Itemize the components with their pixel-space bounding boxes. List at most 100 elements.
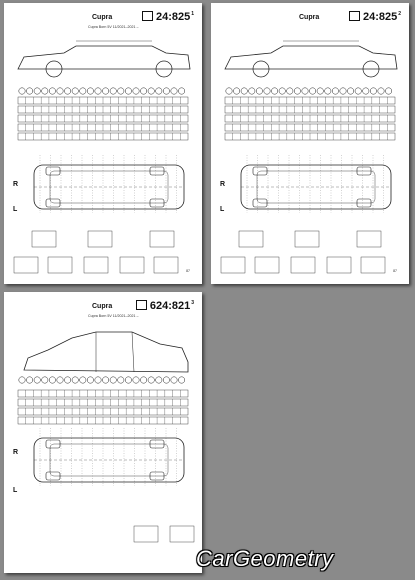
right-side-label: R [13, 181, 19, 188]
point-marker [18, 87, 26, 95]
point-marker [377, 87, 385, 95]
wheel-outline [252, 198, 268, 208]
wheel-outline [149, 166, 165, 176]
wheel-outline [149, 471, 165, 481]
point-marker [293, 87, 301, 95]
vehicle-side-outline [224, 45, 398, 70]
point-marker [124, 376, 132, 384]
point-marker [369, 87, 377, 95]
detail-thumbnail [13, 256, 39, 274]
point-marker [132, 376, 140, 384]
detail-thumbnail [254, 256, 280, 274]
detail-thumbnail [169, 525, 195, 543]
point-marker [301, 87, 309, 95]
wheel-outline [149, 198, 165, 208]
detail-thumbnail [47, 256, 73, 274]
front-wheel [252, 60, 270, 78]
point-marker [271, 87, 279, 95]
detail-thumbnail [119, 256, 145, 274]
dimension-code: 24:8251 [141, 11, 194, 23]
point-marker [225, 87, 233, 95]
point-marker [147, 376, 155, 384]
point-marker [147, 87, 155, 95]
front-wheel [45, 60, 63, 78]
point-marker [140, 87, 148, 95]
model-name: Cupra [92, 14, 113, 21]
point-marker [162, 376, 170, 384]
right-side-label: R [220, 181, 226, 188]
point-marker [316, 87, 324, 95]
sheet-2: Cupra 24:8252 R L 87 [211, 3, 409, 284]
c-pillar [131, 331, 135, 373]
wheel-outline [45, 471, 61, 481]
point-marker [41, 376, 49, 384]
diagram-body-side [17, 331, 195, 543]
wheel-outline [356, 198, 372, 208]
point-marker [26, 87, 34, 95]
wheel-outline [149, 439, 165, 449]
point-marker [140, 376, 148, 384]
detail-thumbnail [87, 230, 113, 248]
point-marker [86, 376, 94, 384]
wheel-outline [252, 166, 268, 176]
point-marker [79, 87, 87, 95]
detail-thumbnail [360, 256, 386, 274]
wheel-outline [45, 166, 61, 176]
model-name: Cupra [92, 303, 113, 310]
diagram-lowered-side [13, 40, 191, 274]
point-marker [117, 87, 125, 95]
point-marker [362, 87, 370, 95]
wheel-outline [356, 166, 372, 176]
point-marker [178, 376, 186, 384]
point-marker [324, 87, 332, 95]
point-marker [263, 87, 271, 95]
wheel-outline [45, 198, 61, 208]
camera-icon [348, 11, 360, 22]
left-side-label: L [13, 487, 18, 494]
point-marker [86, 87, 94, 95]
point-marker [155, 376, 163, 384]
point-marker [255, 87, 263, 95]
point-marker [56, 87, 64, 95]
point-marker [132, 87, 140, 95]
point-marker [64, 376, 72, 384]
detail-thumbnail [238, 230, 264, 248]
point-marker [385, 87, 393, 95]
point-marker [278, 87, 286, 95]
page-number: 87 [186, 269, 190, 273]
point-marker [178, 87, 186, 95]
detail-thumbnail [31, 230, 57, 248]
detail-thumbnail [290, 256, 316, 274]
detail-thumbnail [149, 230, 175, 248]
point-marker [41, 87, 49, 95]
point-marker [48, 87, 56, 95]
point-marker [94, 376, 102, 384]
point-marker [56, 376, 64, 384]
camera-icon [135, 300, 147, 311]
point-marker [109, 87, 117, 95]
left-side-label: L [220, 206, 225, 213]
point-marker [347, 87, 355, 95]
camera-icon [141, 11, 153, 22]
wheel-outline [45, 439, 61, 449]
point-marker [339, 87, 347, 95]
point-marker [71, 87, 79, 95]
point-marker [331, 87, 339, 95]
point-marker [170, 376, 178, 384]
detail-thumbnail [294, 230, 320, 248]
model-name: Cupra [299, 14, 320, 21]
rear-wheel [362, 60, 380, 78]
point-marker [155, 87, 163, 95]
detail-thumbnail [133, 525, 159, 543]
point-marker [102, 87, 110, 95]
detail-thumbnail [326, 256, 352, 274]
vehicle-side-outline [17, 45, 191, 70]
point-marker [79, 376, 87, 384]
point-marker [233, 87, 241, 95]
point-marker [354, 87, 362, 95]
vehicle-side-outline [23, 331, 189, 373]
rear-wheel [155, 60, 173, 78]
left-side-label: L [13, 206, 18, 213]
point-marker [124, 87, 132, 95]
detail-thumbnail [83, 256, 109, 274]
